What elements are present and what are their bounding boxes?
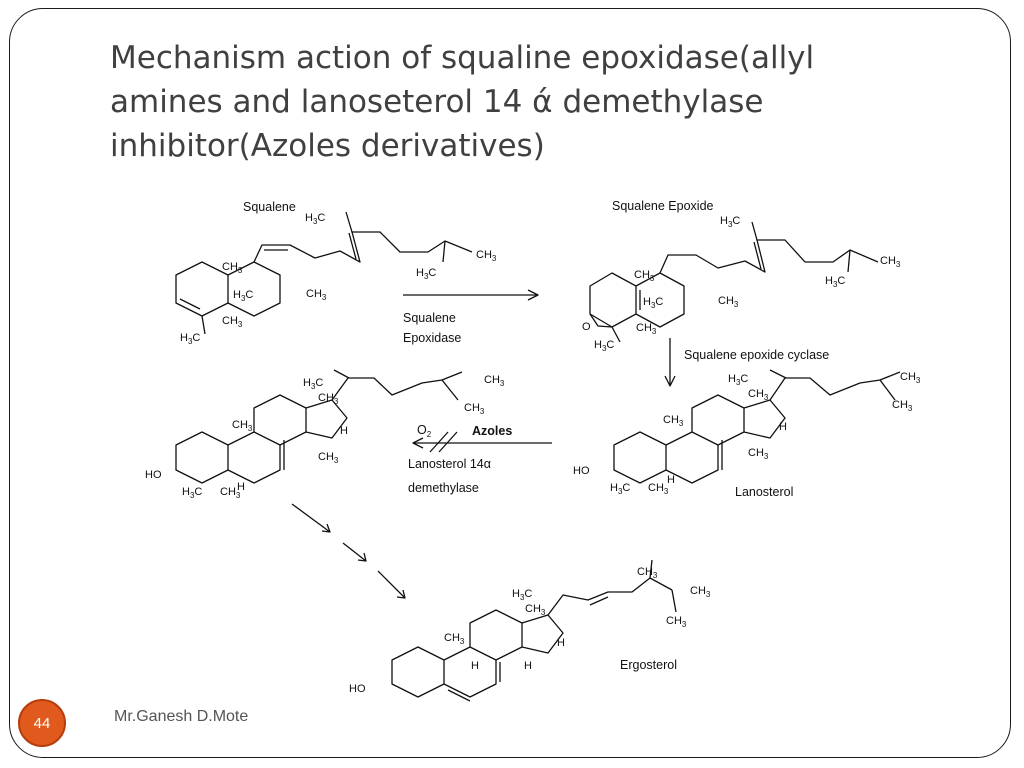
svg-text:H: H	[667, 474, 675, 486]
svg-text:CH3: CH3	[220, 486, 241, 500]
svg-text:H: H	[237, 481, 245, 493]
svg-text:CH3: CH3	[892, 399, 913, 413]
svg-text:CH3: CH3	[444, 632, 465, 646]
label-oxygen: O2	[417, 423, 432, 439]
svg-text:H3C: H3C	[233, 289, 253, 303]
svg-text:CH3: CH3	[880, 255, 901, 269]
svg-text:H3C: H3C	[825, 275, 845, 289]
label-enzyme-cyclase: Squalene epoxide cyclase	[684, 348, 829, 362]
svg-text:H3C: H3C	[610, 482, 630, 496]
svg-text:O: O	[582, 321, 591, 333]
svg-text:HO: HO	[145, 469, 162, 481]
svg-text:H3C: H3C	[182, 486, 202, 500]
svg-text:CH3: CH3	[718, 295, 739, 309]
svg-text:CH3: CH3	[222, 315, 243, 329]
svg-text:CH3: CH3	[690, 585, 711, 599]
label-squalene: Squalene	[243, 200, 296, 214]
svg-text:CH3: CH3	[476, 249, 497, 263]
svg-text:HO: HO	[349, 683, 366, 695]
slide-title: Mechanism action of squaline epoxidase(a…	[110, 36, 930, 168]
label-squalene-epoxide: Squalene Epoxide	[612, 199, 714, 213]
svg-text:H3C: H3C	[594, 339, 614, 353]
svg-text:H: H	[557, 637, 565, 649]
svg-text:H3C: H3C	[728, 373, 748, 387]
slide-frame	[9, 8, 1011, 758]
title-line-1: Mechanism action of squaline epoxidase(a…	[110, 40, 815, 76]
svg-text:H: H	[779, 421, 787, 433]
svg-text:CH3: CH3	[464, 402, 485, 416]
intermediate-sterol-structure	[175, 369, 463, 484]
svg-text:H3C: H3C	[512, 588, 532, 602]
label-enzyme-demethylase-1: Lanosterol 14α	[408, 457, 491, 471]
label-enzyme-squalene-epoxidase-1: Squalene	[403, 311, 456, 325]
atom-labels: H3C CH3 H3C CH3 H3C CH3 CH3 H3C H3C CH3 …	[145, 212, 921, 695]
svg-text:CH3: CH3	[634, 269, 655, 283]
svg-text:CH3: CH3	[648, 482, 669, 496]
svg-text:CH3: CH3	[318, 451, 339, 465]
label-azoles: Azoles	[472, 424, 512, 438]
svg-text:H3C: H3C	[643, 296, 663, 310]
ergosterol-structure	[391, 559, 677, 702]
svg-text:H3C: H3C	[720, 215, 740, 229]
svg-text:H3C: H3C	[305, 212, 325, 226]
lanosterol-structure	[613, 369, 901, 484]
svg-text:H: H	[471, 660, 479, 672]
svg-text:CH3: CH3	[663, 414, 684, 428]
slide-number-badge: 44	[18, 699, 66, 747]
label-enzyme-squalene-epoxidase-2: Epoxidase	[403, 331, 461, 345]
svg-text:H3C: H3C	[303, 377, 323, 391]
arrow-lanosterol-to-intermediate	[412, 431, 552, 453]
title-line-3: inhibitor(Azoles derivatives)	[110, 128, 545, 164]
label-enzyme-demethylase-2: demethylase	[408, 481, 479, 495]
arrow-epoxide-to-lanosterol	[664, 338, 676, 387]
author-name: Mr.Ganesh D.Mote	[114, 708, 249, 725]
svg-text:CH3: CH3	[666, 615, 687, 629]
label-ergosterol: Ergosterol	[620, 658, 677, 672]
svg-text:HO: HO	[573, 465, 590, 477]
svg-text:CH3: CH3	[636, 322, 657, 336]
svg-text:CH3: CH3	[484, 374, 505, 388]
title-line-2: amines and lanoseterol 14 ά demethylase	[110, 84, 764, 120]
label-lanosterol: Lanosterol	[735, 485, 793, 499]
svg-text:H: H	[340, 425, 348, 437]
svg-text:CH3: CH3	[222, 261, 243, 275]
squalene-structure	[175, 211, 473, 335]
svg-text:CH3: CH3	[748, 447, 769, 461]
svg-text:CH3: CH3	[637, 566, 658, 580]
svg-text:CH3: CH3	[232, 419, 253, 433]
svg-text:H3C: H3C	[180, 332, 200, 346]
svg-text:CH3: CH3	[525, 603, 546, 617]
squalene-epoxide-structure	[589, 221, 879, 343]
arrow-squalene-to-epoxide	[403, 289, 539, 301]
svg-text:CH3: CH3	[306, 288, 327, 302]
svg-text:CH3: CH3	[900, 371, 921, 385]
arrow-to-ergosterol	[291, 503, 406, 599]
svg-text:H: H	[524, 660, 532, 672]
svg-text:H3C: H3C	[416, 267, 436, 281]
svg-text:CH3: CH3	[748, 388, 769, 402]
svg-text:CH3: CH3	[318, 392, 339, 406]
